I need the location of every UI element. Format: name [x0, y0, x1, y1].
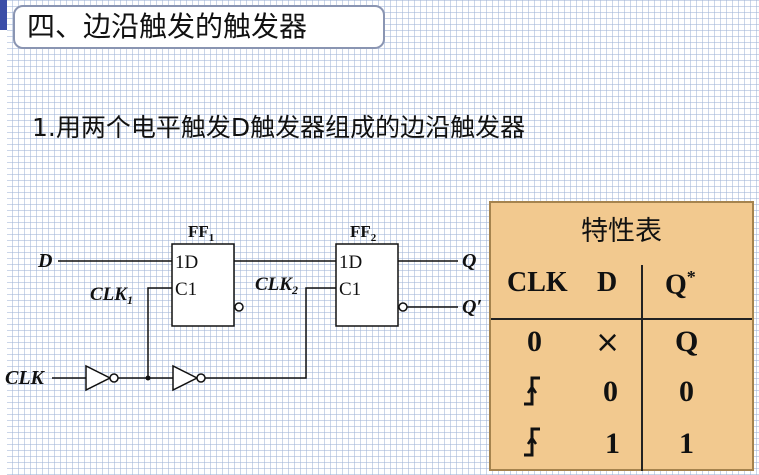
table-column-divider	[641, 265, 643, 471]
output-q-label: Q	[462, 250, 476, 272]
ff2-input-c1: C1	[339, 279, 361, 300]
output-qn-label: Q′	[462, 296, 482, 318]
ff2-label: FF2	[350, 222, 377, 244]
row3-d: 1	[605, 427, 620, 460]
header-q: Q*	[665, 267, 696, 301]
header-clk: CLK	[507, 267, 568, 298]
row1-d: ×	[595, 325, 621, 360]
inverter-1-bubble	[109, 373, 119, 383]
characteristic-table: 特性表 CLK D Q* 0 × Q 0 0 1 1	[489, 201, 754, 471]
slide-accent-strip	[0, 0, 7, 475]
table-title: 特性表	[581, 216, 662, 247]
row2-d: 0	[603, 375, 618, 408]
inverter-2-bubble	[196, 373, 206, 383]
circuit-diagram: FF1 FF2 1D C1 1D C1 D CLK CLK1 CLK2 Q Q′	[5, 222, 482, 392]
rising-edge-icon	[524, 427, 540, 457]
ff2-box	[335, 243, 399, 327]
header-d: D	[597, 267, 618, 298]
ff1-box	[171, 243, 235, 327]
ff1-input-c1: C1	[175, 279, 197, 300]
row2-q: 0	[679, 375, 694, 408]
input-clk-label: CLK	[5, 367, 46, 389]
inverter-1	[85, 364, 112, 392]
row3-q: 1	[679, 427, 694, 460]
clk1-label: CLK1	[90, 284, 133, 307]
slide-title: 四、边沿触发的触发器	[13, 5, 385, 49]
ff1-input-1d: 1D	[175, 252, 198, 273]
row1-clk: 0	[527, 325, 542, 358]
ff1-qn-bubble	[234, 302, 244, 312]
table-header-divider	[491, 318, 752, 320]
wire-clk1	[147, 287, 172, 378]
rising-edge-icon	[524, 376, 540, 406]
slide-subtitle: 1.用两个电平触发D触发器组成的边沿触发器	[32, 113, 526, 142]
input-d-label: D	[37, 250, 52, 272]
wire-clk2	[205, 287, 336, 379]
inverter-2	[172, 364, 199, 392]
ff2-input-1d: 1D	[339, 252, 362, 273]
row1-q: Q	[675, 325, 699, 358]
ff2-qn-bubble	[398, 302, 408, 312]
ff1-label: FF1	[188, 222, 214, 244]
clk2-label: CLK2	[255, 274, 298, 297]
junction-dot	[145, 375, 151, 381]
slide-title-text: 四、边沿触发的触发器	[27, 10, 308, 43]
